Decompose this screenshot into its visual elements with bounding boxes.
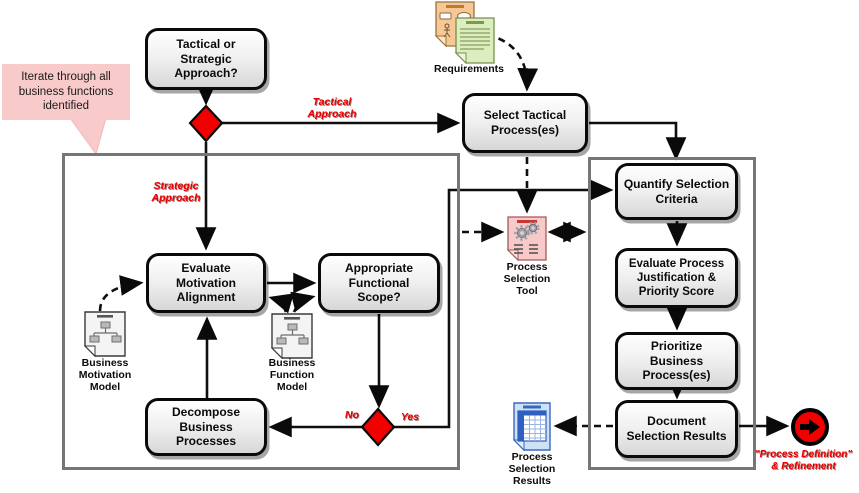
process-selection-results-label: Process Selection Results xyxy=(508,451,556,487)
node-evaluate-justification: Evaluate Process Justification & Priorit… xyxy=(615,248,738,308)
requirements-label: Requirements xyxy=(433,63,505,75)
node-decompose: Decompose Business Processes xyxy=(145,398,267,456)
right-arrow-icon xyxy=(800,419,820,435)
iterate-callout: Iterate through all business functions i… xyxy=(2,64,130,120)
business-function-model-icon xyxy=(270,313,314,364)
node-appropriate-scope: Appropriate Functional Scope? xyxy=(318,253,440,313)
end-caption-line1: "Process Definition" xyxy=(754,449,853,460)
process-selection-results-icon xyxy=(512,402,552,457)
end-caption: "Process Definition" & Refinement xyxy=(748,449,859,472)
label-strategic-approach: Strategic Approach xyxy=(151,180,201,205)
edge-select-tactical-to-quantify xyxy=(589,121,687,161)
process-selection-tool-label: Process Selection Tool xyxy=(503,261,551,297)
label-yes: Yes xyxy=(400,411,420,423)
selection-scoring-group xyxy=(588,157,756,470)
node-document-results: Document Selection Results xyxy=(615,400,738,458)
node-quantify: Quantify Selection Criteria xyxy=(615,163,738,220)
process-definition-terminator xyxy=(791,408,829,446)
end-caption-line2: & Refinement xyxy=(771,460,836,472)
business-function-model-label: Business Function Model xyxy=(268,357,316,393)
node-prioritize: Prioritize Business Process(es) xyxy=(615,332,738,390)
requirements-text-doc xyxy=(454,17,495,65)
label-tactical-approach: Tactical Approach xyxy=(307,96,357,121)
node-evaluate-motivation: Evaluate Motivation Alignment xyxy=(146,253,266,313)
approach-decision-diamond xyxy=(188,104,224,143)
business-motivation-model-label: Business Motivation Model xyxy=(78,357,132,393)
process-selection-tool-icon xyxy=(506,216,548,267)
requirements-docs-icon xyxy=(432,0,508,71)
node-select-tactical: Select Tactical Process(es) xyxy=(462,93,588,153)
label-no: No xyxy=(345,409,359,421)
callout-tail xyxy=(69,117,107,156)
node-tactical-or-strategic: Tactical or Strategic Approach? xyxy=(145,28,267,90)
business-motivation-model-icon xyxy=(83,311,127,362)
strategic-analysis-group xyxy=(62,153,460,470)
